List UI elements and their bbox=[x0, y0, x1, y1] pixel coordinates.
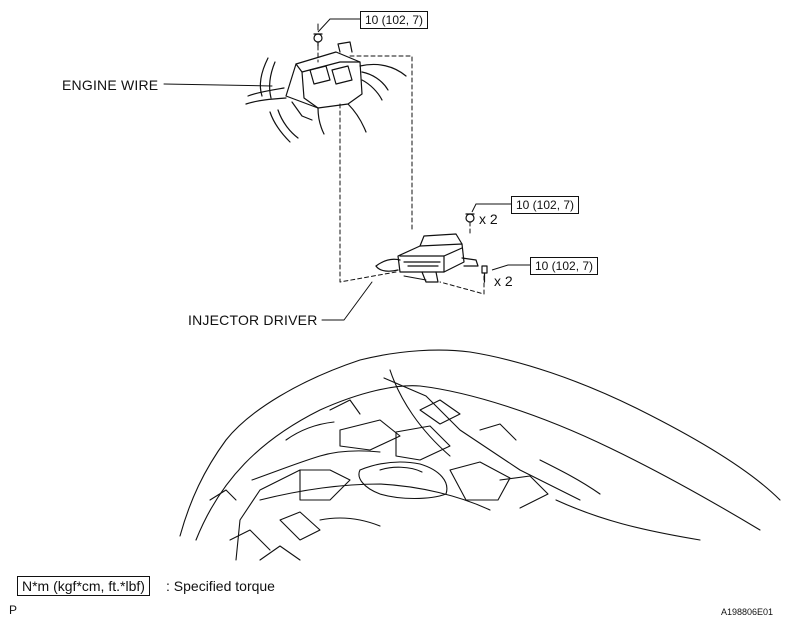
page-code: P bbox=[9, 603, 18, 617]
torque-box-driver-bolt: 10 (102, 7) bbox=[530, 257, 599, 275]
torque-box-driver-nut: 10 (102, 7) bbox=[511, 196, 580, 214]
engine-wire-label: ENGINE WIRE bbox=[62, 77, 159, 93]
torque-box-top-nut: 10 (102, 7) bbox=[360, 11, 429, 29]
alignment-lines bbox=[317, 45, 485, 295]
injector-driver-module bbox=[375, 213, 488, 283]
engine-wire-harness bbox=[245, 33, 407, 143]
figure-id: A198806E01 bbox=[721, 607, 774, 617]
torque-unit-legend-box: N*m (kgf*cm, ft.*lbf) bbox=[17, 576, 150, 596]
injector-driver-label: INJECTOR DRIVER bbox=[188, 312, 318, 328]
bolt-quantity: x 2 bbox=[494, 273, 513, 289]
vehicle-engine-bay bbox=[179, 349, 781, 561]
nut-quantity: x 2 bbox=[479, 211, 498, 227]
torque-legend-description: : Specified torque bbox=[166, 578, 275, 594]
